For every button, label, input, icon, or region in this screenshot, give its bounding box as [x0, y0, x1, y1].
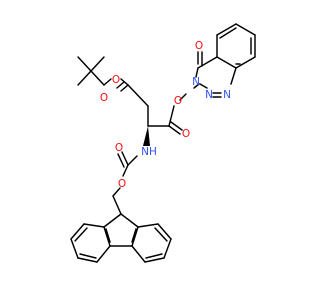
- bond: [103, 213, 122, 228]
- bond: [116, 81, 125, 89]
- bond: [235, 56, 256, 69]
- bond: [74, 227, 88, 242]
- bond: [122, 164, 129, 177]
- bond: [144, 257, 165, 263]
- bond: [103, 78, 112, 86]
- bond: [79, 253, 97, 259]
- bond: [77, 70, 92, 86]
- atom-n2: N: [205, 89, 213, 101]
- atom-o-carbamate-carbonyl: O: [115, 142, 123, 154]
- bond: [131, 228, 137, 243]
- bond: [103, 226, 111, 247]
- bond: [216, 23, 237, 36]
- atom-o-ester-tbu: O: [112, 74, 120, 86]
- bond: [157, 223, 172, 240]
- bond: [145, 253, 163, 259]
- bond: [121, 151, 129, 166]
- atom-o-carbonyl-side: O: [100, 92, 108, 104]
- atom-n-amine: NH: [141, 146, 157, 158]
- bond: [179, 93, 187, 101]
- bond: [83, 223, 105, 228]
- bond: [199, 83, 208, 89]
- bond: [96, 245, 111, 263]
- atom-o-ester-link: O: [174, 95, 182, 107]
- bond: [235, 23, 256, 36]
- molecule-structure: O O O O NH O O O N N N: [70, 23, 256, 263]
- bond: [90, 70, 105, 86]
- bond: [117, 153, 125, 168]
- bond: [216, 56, 237, 69]
- bond-layer: [70, 23, 256, 263]
- bond: [137, 223, 159, 228]
- bond: [127, 155, 138, 166]
- bond: [197, 56, 218, 69]
- atom-o-oxo: O: [195, 40, 203, 52]
- bond: [112, 187, 121, 197]
- bond: [70, 223, 85, 240]
- bond: [90, 56, 105, 72]
- bond: [131, 226, 139, 247]
- bond: [154, 227, 168, 242]
- bond: [195, 67, 199, 78]
- bond: [219, 27, 237, 39]
- bond: [193, 83, 200, 89]
- bond: [120, 84, 129, 92]
- bond: [77, 56, 92, 72]
- bond: [168, 125, 181, 135]
- bond: [230, 67, 237, 85]
- bond: [120, 213, 139, 228]
- atom-labels: O O O O NH O O O N N N: [100, 40, 231, 190]
- bond: [131, 245, 146, 263]
- bond: [168, 105, 175, 127]
- bond: [105, 228, 111, 243]
- atom-o-carbonyl-main: O: [182, 128, 190, 140]
- atom-n1: N: [223, 89, 231, 101]
- bond: [127, 84, 149, 107]
- atom-o-carbamate: O: [118, 178, 126, 190]
- bond: [77, 257, 98, 263]
- bond: [143, 126, 150, 146]
- bond: [70, 238, 79, 259]
- bond: [163, 238, 172, 259]
- bond: [170, 121, 183, 131]
- bond: [112, 195, 122, 215]
- atom-n3: N: [192, 76, 200, 88]
